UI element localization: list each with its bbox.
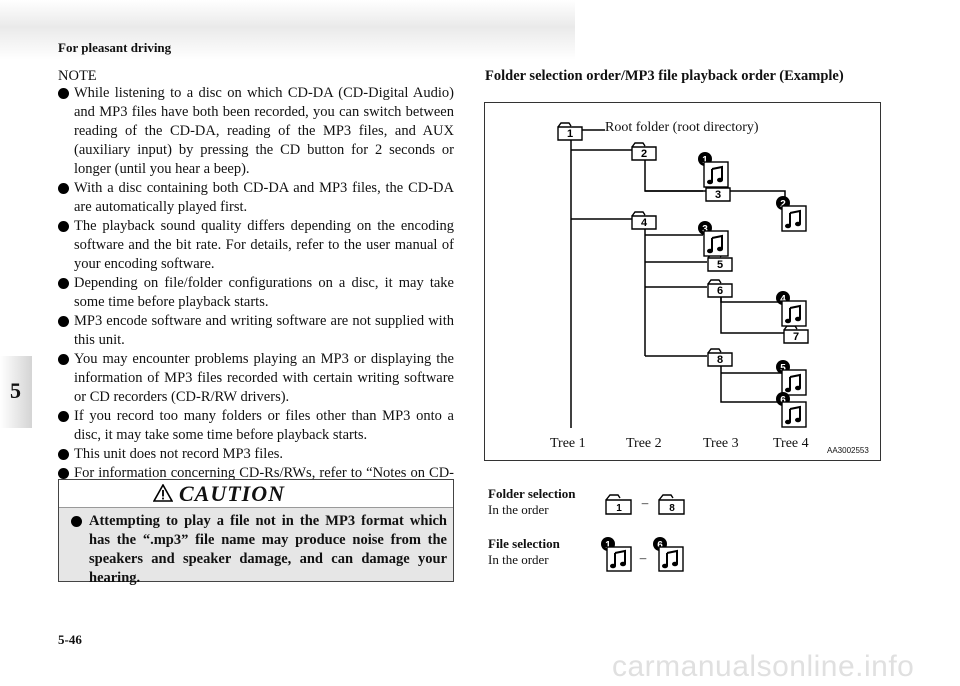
folder-icon: 6	[707, 279, 733, 298]
file-from-number: 1	[605, 540, 611, 551]
file-node-6: 6	[775, 391, 807, 434]
svg-text:8: 8	[717, 354, 723, 366]
svg-text:3: 3	[715, 189, 721, 201]
chapter-tab	[0, 356, 32, 428]
diagram-title: Folder selection order/MP3 file playback…	[485, 68, 844, 84]
svg-text:7: 7	[793, 331, 799, 343]
warning-triangle-icon	[153, 484, 173, 502]
bullet-icon	[58, 316, 69, 327]
svg-text:6: 6	[780, 395, 786, 406]
svg-text:6: 6	[717, 285, 723, 297]
file-to-number: 6	[657, 540, 663, 551]
folder-node-1: 1	[557, 122, 583, 146]
bullet-text: While listening to a disc on which CD-DA…	[74, 85, 454, 177]
folder-to-number: 8	[669, 503, 675, 514]
page-header-title: For pleasant driving	[58, 40, 172, 55]
folder-node-6: 6	[707, 279, 733, 303]
bullet-text: You may encounter problems playing an MP…	[74, 351, 454, 405]
file-selection-title: File selection	[488, 536, 560, 551]
watermark: carmanualsonline.info	[612, 650, 915, 683]
file-node-1: 1	[697, 151, 729, 194]
list-item: If you record too many folders or files …	[58, 407, 454, 445]
figure-code: AA3002553	[827, 446, 869, 455]
tree-label-4: Tree 4	[773, 436, 809, 451]
tree-label-3: Tree 3	[703, 436, 739, 451]
file-range-graphic: 1 – 6	[601, 537, 684, 572]
tree-label-1: Tree 1	[550, 436, 586, 451]
list-item: The playback sound quality differs depen…	[58, 217, 454, 274]
file-selection-subtitle: In the order	[488, 552, 549, 567]
list-item: With a disc containing both CD-DA and MP…	[58, 179, 454, 217]
svg-text:3: 3	[702, 224, 708, 235]
note-bullet-list: While listening to a disc on which CD-DA…	[58, 84, 454, 502]
music-file-icon: 5	[776, 360, 807, 396]
svg-text:5: 5	[717, 259, 723, 271]
folder-node-2: 2	[631, 142, 657, 166]
bullet-text: Depending on file/folder configurations …	[74, 275, 454, 310]
bullet-text: With a disc containing both CD-DA and MP…	[74, 180, 454, 215]
list-item: While listening to a disc on which CD-DA…	[58, 84, 454, 179]
bullet-icon	[58, 468, 69, 479]
bullet-icon	[58, 88, 69, 99]
svg-text:2: 2	[641, 148, 647, 160]
folder-node-8: 8	[707, 348, 733, 372]
bullet-icon	[58, 411, 69, 422]
svg-text:2: 2	[780, 199, 786, 210]
svg-text:5: 5	[780, 363, 786, 374]
bullet-icon	[58, 278, 69, 289]
folder-selection-subtitle: In the order	[488, 502, 549, 517]
music-file-icon: 4	[776, 291, 807, 327]
bullet-icon	[58, 354, 69, 365]
tree-lines	[569, 129, 786, 428]
svg-text:1: 1	[567, 128, 573, 140]
file-node-4: 4	[775, 290, 807, 333]
bullet-icon	[71, 516, 82, 527]
caution-header: CAUTION	[59, 480, 453, 508]
caution-body: Attempting to play a file not in the MP3…	[71, 512, 447, 588]
folder-icon: 2	[631, 142, 657, 161]
caution-title: CAUTION	[179, 481, 286, 506]
folder-tree-diagram: Root folder (root directory) 1 2 3 4 5 6 7 8 1 2 3…	[484, 102, 881, 461]
svg-text:4: 4	[780, 294, 786, 305]
music-file-icon: 1	[698, 152, 729, 188]
bullet-text: This unit does not record MP3 files.	[74, 446, 284, 462]
range-dash: –	[641, 495, 649, 510]
bullet-icon	[58, 183, 69, 194]
bullet-text: MP3 encode software and writing software…	[74, 313, 454, 348]
music-file-icon: 6	[776, 392, 807, 428]
root-folder-label: Root folder (root directory)	[605, 120, 759, 135]
bullet-text: The playback sound quality differs depen…	[74, 218, 454, 272]
list-item: You may encounter problems playing an MP…	[58, 350, 454, 407]
folder-node-4: 4	[631, 211, 657, 235]
caution-text: Attempting to play a file not in the MP3…	[89, 513, 447, 586]
music-file-icon: 3	[698, 221, 729, 257]
header-band	[0, 0, 575, 60]
svg-text:1: 1	[702, 155, 708, 166]
folder-range-graphic: 1 – 8	[605, 494, 685, 515]
list-item: MP3 encode software and writing software…	[58, 312, 454, 350]
svg-text:4: 4	[641, 217, 648, 229]
file-node-3: 3	[697, 220, 729, 263]
folder-icon: 8	[707, 348, 733, 367]
bullet-icon	[58, 221, 69, 232]
page-number: 5-46	[58, 632, 82, 647]
folder-icon: 4	[631, 211, 657, 230]
chapter-number: 5	[10, 378, 21, 403]
list-item: Depending on file/folder configurations …	[58, 274, 454, 312]
range-dash: –	[639, 550, 647, 565]
folder-from-number: 1	[616, 503, 622, 514]
bullet-text: If you record too many folders or files …	[74, 408, 454, 443]
caution-box: CAUTION Attempting to play a file not in…	[58, 479, 454, 586]
list-item: This unit does not record MP3 files.	[58, 445, 454, 464]
file-node-2: 2	[775, 195, 807, 238]
folder-selection-title: Folder selection	[488, 486, 576, 501]
file-node-5: 5	[775, 359, 807, 402]
tree-label-2: Tree 2	[626, 436, 662, 451]
bullet-icon	[58, 449, 69, 460]
note-label: NOTE	[58, 68, 97, 84]
music-file-icon: 2	[776, 196, 807, 232]
folder-icon: 1	[557, 122, 583, 141]
